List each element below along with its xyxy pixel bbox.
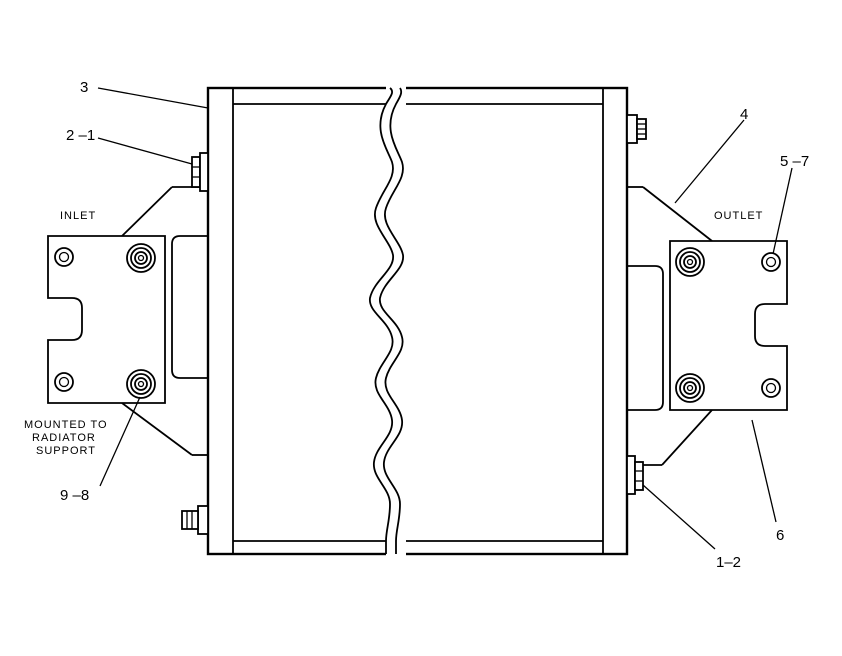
outlet-fitting-top	[626, 114, 647, 144]
inlet-bolt-bottom	[126, 369, 156, 399]
outlet-caption: OUTLET	[714, 210, 763, 222]
outlet-bolt-top	[675, 247, 705, 277]
callout-4: 4	[740, 106, 748, 123]
outlet-mounting-bracket	[627, 186, 788, 466]
outlet-fitting-bottom	[626, 455, 644, 495]
mounted-caption-line2: RADIATOR	[32, 432, 96, 444]
mounted-caption-line3: SUPPORT	[36, 445, 96, 457]
leader-lines	[97, 87, 793, 550]
inlet-mounting-bracket	[47, 186, 208, 456]
outlet-bolt-bottom	[675, 373, 705, 403]
break-line	[369, 86, 406, 556]
mounted-caption-line1: MOUNTED TO	[24, 419, 108, 431]
inlet-fitting-bottom	[181, 505, 209, 535]
callout-3: 3	[80, 79, 88, 96]
inlet-caption: INLET	[60, 210, 96, 222]
inlet-bolt-top	[126, 243, 156, 273]
callout-6: 6	[776, 527, 784, 544]
callout-9-8: 9 –8	[60, 487, 89, 504]
inlet-fitting-top	[191, 152, 209, 192]
callout-2-1: 2 –1	[66, 127, 95, 144]
cooler-core	[206, 86, 629, 556]
callout-1-2: 1–2	[716, 554, 741, 571]
callout-5-7: 5 –7	[780, 153, 809, 170]
